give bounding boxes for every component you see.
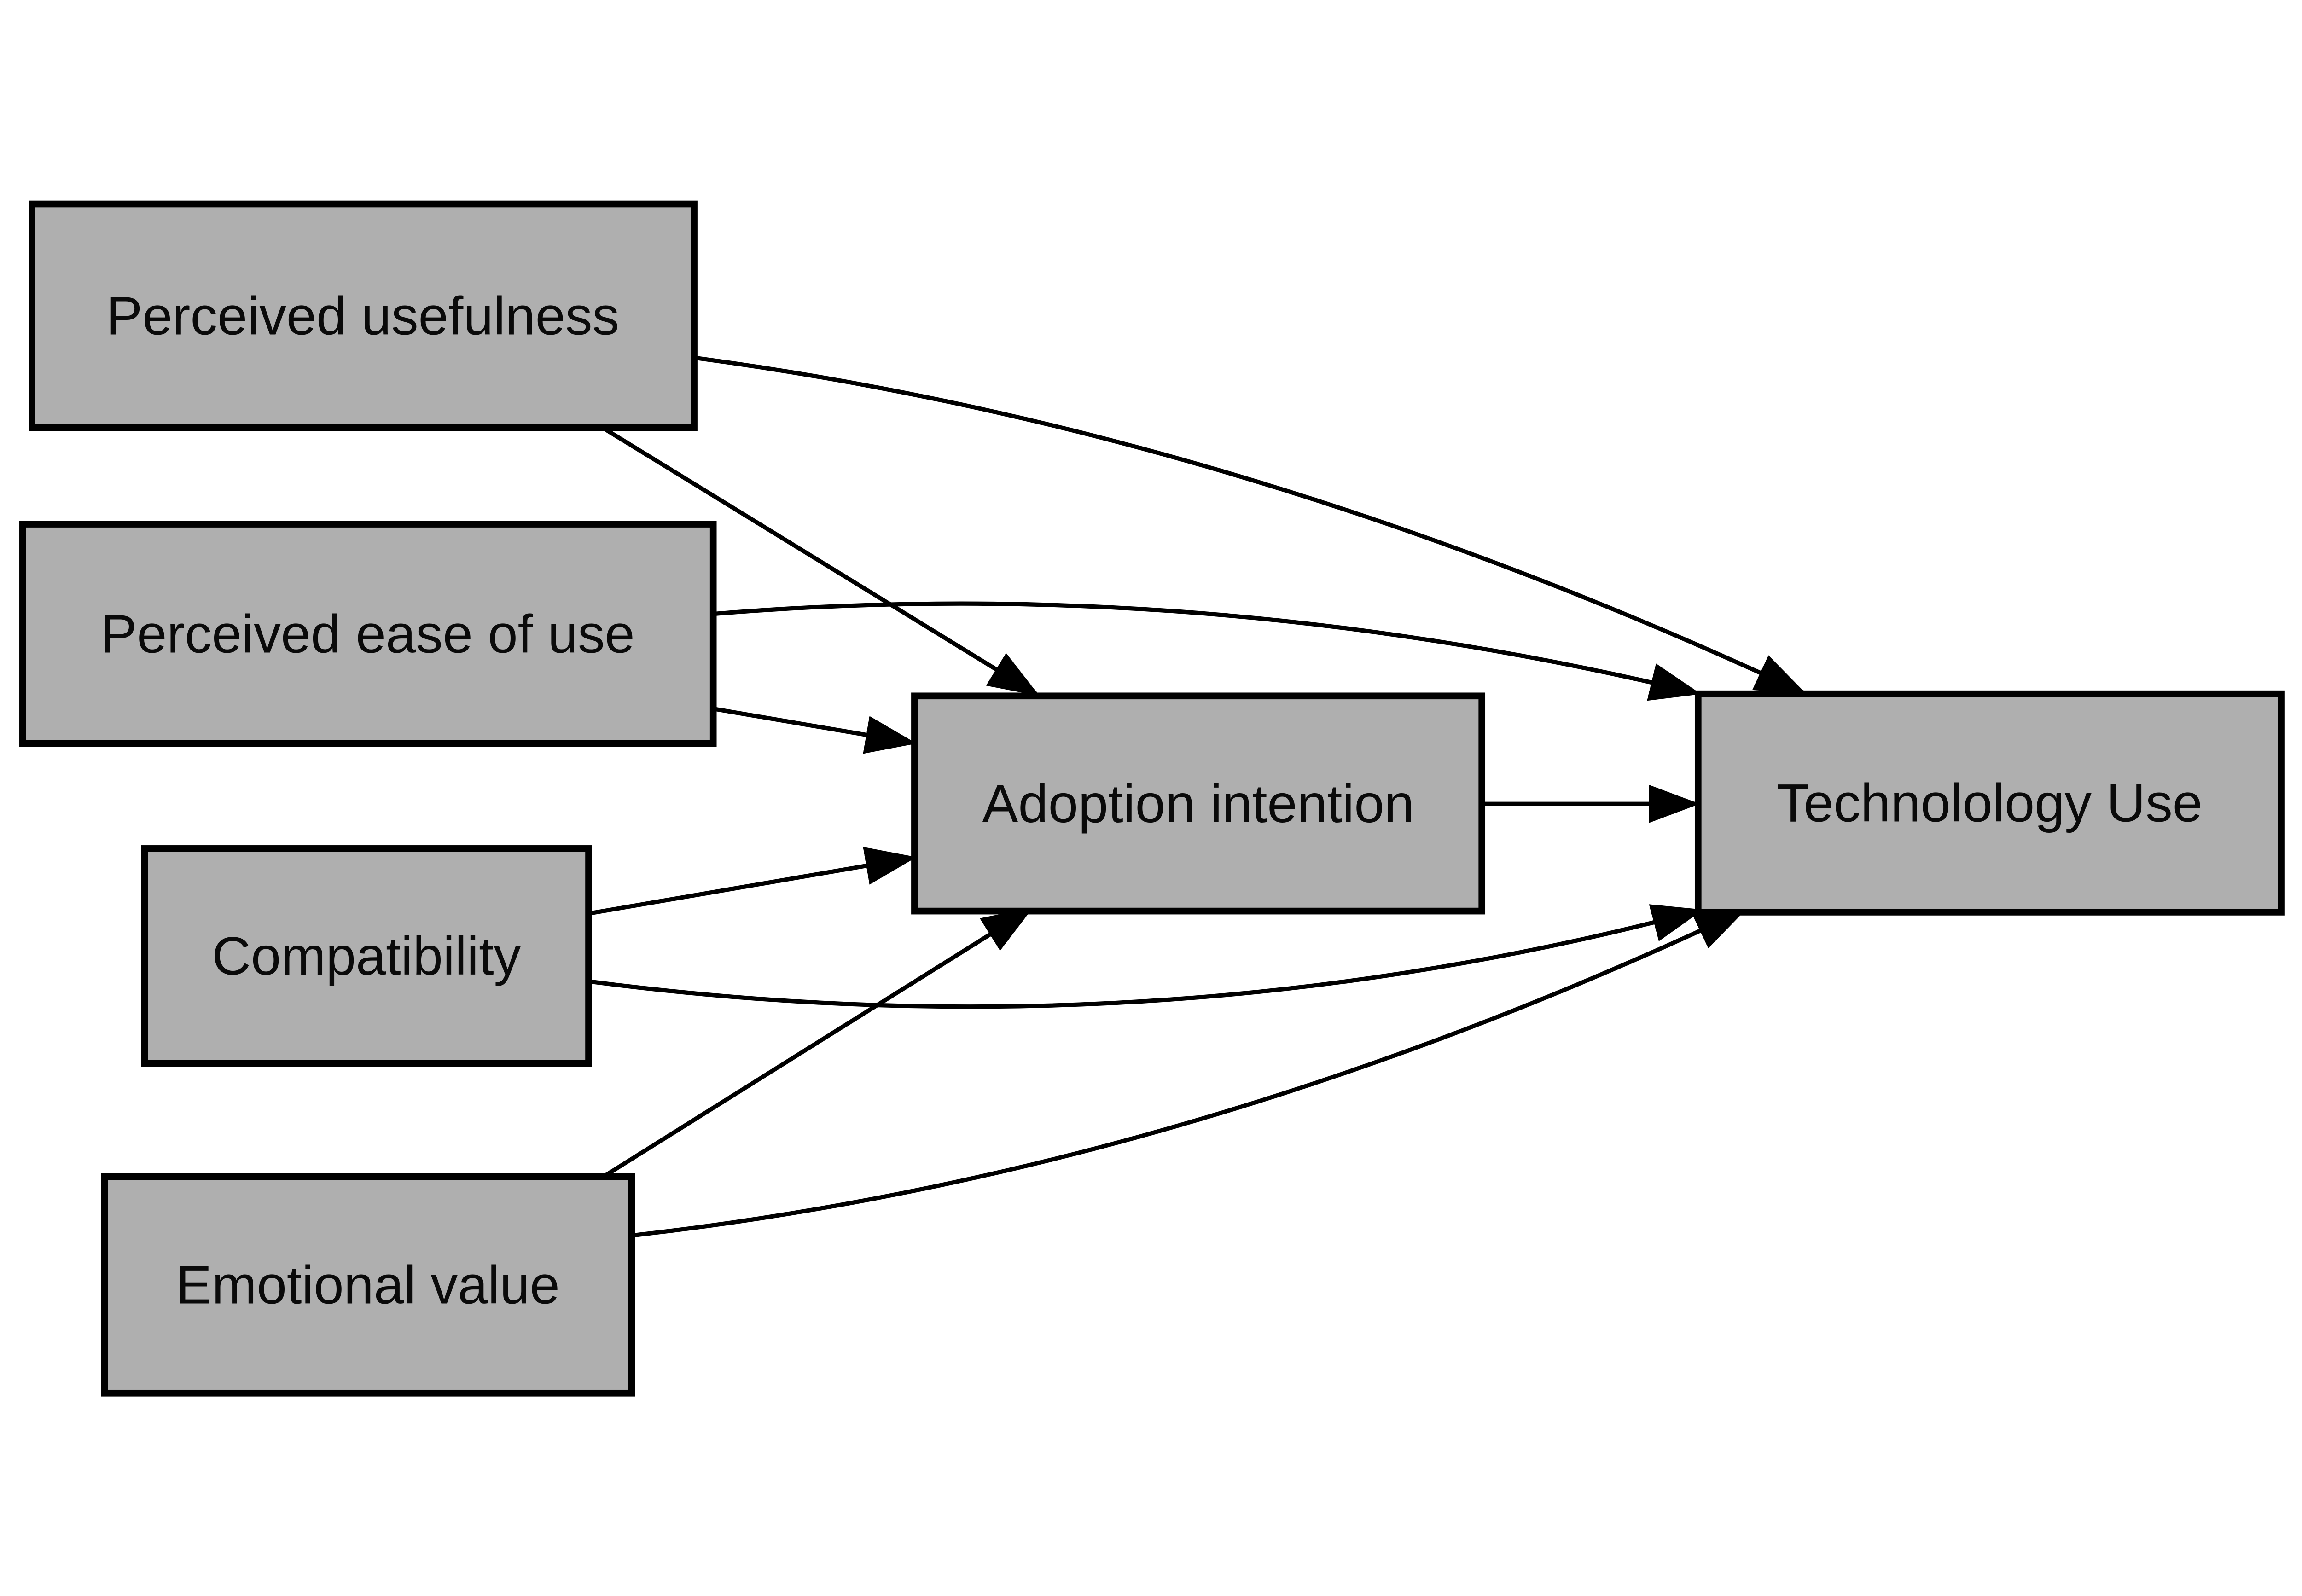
node-label-technolology-use: Technolology Use xyxy=(1777,772,2203,833)
node-label-emotional-value: Emotional value xyxy=(176,1255,560,1315)
node-box-perceived-usefulness xyxy=(29,200,698,431)
node-label-compatibility: Compatibility xyxy=(212,926,521,986)
node-perceived-usefulness: Perceived usefulness xyxy=(29,200,698,431)
edge-perceived-ease-of-use-to-technolology-use xyxy=(713,601,1701,701)
node-label-adoption-intention: Adoption intention xyxy=(982,773,1414,834)
node-compatibility: Compatibility xyxy=(141,845,592,1067)
node-technolology-use: Technolology Use xyxy=(1694,690,2285,916)
edge-compatibility-to-technolology-use xyxy=(588,904,1703,1009)
edge-emotional-value-to-adoption-intention xyxy=(602,907,1034,1178)
node-label-perceived-usefulness: Perceived usefulness xyxy=(106,285,619,346)
node-perceived-ease-of-use: Perceived ease of use xyxy=(19,521,717,747)
edge-compatibility-to-adoption-intention xyxy=(588,847,917,916)
node-adoption-intention: Adoption intention xyxy=(911,692,1486,915)
node-box-perceived-ease-of-use xyxy=(19,521,717,747)
edge-group xyxy=(588,355,1807,1238)
edge-perceived-usefulness-to-technolology-use xyxy=(693,355,1807,695)
node-emotional-value: Emotional value xyxy=(101,1173,635,1397)
edge-emotional-value-to-technolology-use xyxy=(631,909,1747,1238)
edge-perceived-usefulness-to-adoption-intention xyxy=(604,427,1040,696)
node-box-technolology-use xyxy=(1694,690,2285,916)
edge-perceived-ease-of-use-to-adoption-intention xyxy=(713,707,917,754)
node-label-perceived-ease-of-use: Perceived ease of use xyxy=(101,604,635,664)
node-box-compatibility xyxy=(141,845,592,1067)
node-box-adoption-intention xyxy=(911,692,1486,915)
node-box-emotional-value xyxy=(101,1173,635,1397)
